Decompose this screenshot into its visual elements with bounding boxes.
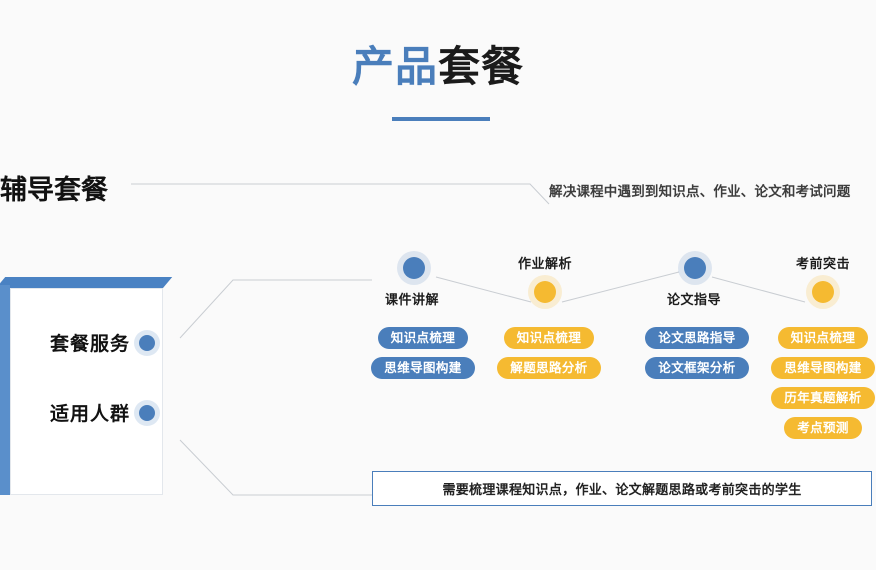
tag-column-3: 论文思路指导 论文框架分析 — [641, 327, 753, 379]
tag-item[interactable]: 论文思路指导 — [645, 327, 749, 349]
timeline-node-2-label: 作业解析 — [518, 256, 573, 271]
title-underline-bar — [392, 117, 490, 121]
book-top-edge — [0, 277, 173, 288]
audience-dot-icon — [139, 404, 155, 421]
tag-column-4: 知识点梳理 思维导图构建 历年真题解析 考点预测 — [769, 327, 876, 439]
page-title: 产品套餐 — [0, 43, 876, 90]
section-caption: 解决课程中遇到到知识点、作业、论文和考试问题 — [549, 184, 851, 199]
audience-description-box: 需要梳理课程知识点，作业、论文解题思路或考前突击的学生 — [372, 471, 872, 506]
page-title-secondary: 套餐 — [438, 43, 525, 90]
timeline-node-4-dot-icon[interactable] — [812, 281, 834, 303]
tag-item[interactable]: 知识点梳理 — [503, 327, 595, 349]
section-heading: 辅导套餐 — [0, 175, 108, 205]
timeline-node-1-dot-icon[interactable] — [403, 257, 425, 279]
tag-item[interactable]: 思维导图构建 — [371, 357, 475, 379]
book-row-service[interactable]: 套餐服务 — [50, 329, 155, 356]
timeline-node-2-dot-icon[interactable] — [534, 281, 556, 303]
timeline-node-1-label: 课件讲解 — [385, 292, 440, 307]
timeline-node-3-dot-icon[interactable] — [684, 257, 706, 279]
tag-item[interactable]: 考点预测 — [784, 417, 862, 439]
package-book-box: 套餐服务 适用人群 — [0, 277, 173, 495]
tag-item[interactable]: 思维导图构建 — [771, 357, 875, 379]
timeline-node-4-label: 考前突击 — [796, 256, 851, 271]
book-row-service-label: 套餐服务 — [49, 334, 130, 355]
tag-item[interactable]: 历年真题解析 — [771, 387, 875, 409]
page-title-primary: 产品 — [351, 43, 438, 90]
tag-item[interactable]: 知识点梳理 — [377, 327, 469, 349]
book-row-audience[interactable]: 适用人群 — [50, 399, 155, 426]
tag-column-1: 知识点梳理 思维导图构建 — [369, 327, 477, 379]
service-dot-icon — [139, 334, 155, 351]
book-face — [10, 288, 163, 495]
audience-description-text: 需要梳理课程知识点，作业、论文解题思路或考前突击的学生 — [442, 482, 802, 497]
tag-item[interactable]: 论文框架分析 — [645, 357, 749, 379]
tag-item[interactable]: 知识点梳理 — [777, 327, 869, 349]
tag-item[interactable]: 解题思路分析 — [497, 357, 601, 379]
book-spine — [0, 285, 10, 495]
tag-column-2: 知识点梳理 解题思路分析 — [495, 327, 603, 379]
book-row-audience-label: 适用人群 — [49, 404, 130, 425]
timeline-node-3-label: 论文指导 — [667, 292, 722, 307]
